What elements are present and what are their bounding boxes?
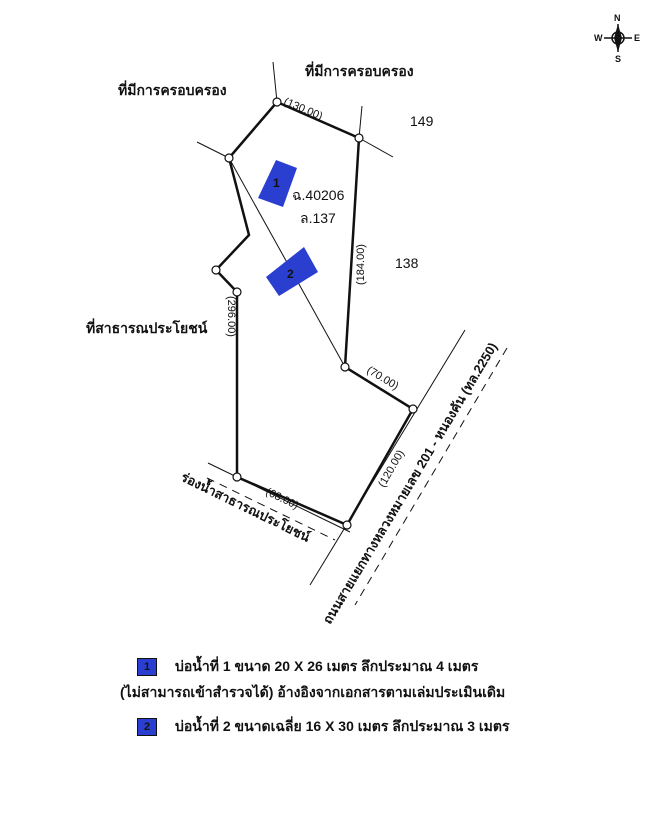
compass-icon: N E S W <box>594 13 640 64</box>
dim-130: (130.00) <box>282 96 324 123</box>
legend-2-text: บ่อน้ำที่ 2 ขนาดเฉลี่ย 16 X 30 เมตร ลึกป… <box>175 718 510 734</box>
legend-1-text: บ่อน้ำที่ 1 ขนาด 20 X 26 เมตร ลึกประมาณ … <box>175 658 479 674</box>
label-public-land: ที่สาธารณประโยชน์ <box>86 318 208 336</box>
pond-2: 2 <box>266 247 318 296</box>
pond-1: 1 <box>258 160 297 207</box>
compass-e: E <box>634 33 640 43</box>
legend-item-1: 1 บ่อน้ำที่ 1 ขนาด 20 X 26 เมตร ลึกประมา… <box>137 656 478 678</box>
label-deed: ฉ.40206 <box>292 187 345 203</box>
dim-68: (68.00) <box>264 486 301 512</box>
canal-line <box>206 477 336 541</box>
pond-2-swatch: 2 <box>137 718 157 736</box>
pond-1-swatch: 1 <box>137 658 157 676</box>
compass-s: S <box>615 54 621 64</box>
svg-text:2: 2 <box>287 267 294 281</box>
legend-item-1-note: (ไม่สามารถเข้าสำรวจได้) อ้างอิงจากเอกสาร… <box>120 682 505 704</box>
adjoining-lines <box>196 61 508 606</box>
label-parcel-138: 138 <box>395 255 419 271</box>
parcel-boundary <box>214 100 415 527</box>
road-edge <box>309 329 466 586</box>
label-occupied-top: ที่มีการครอบครอง <box>305 61 414 79</box>
label-lot: ล.137 <box>300 210 336 226</box>
legend-item-2: 2 บ่อน้ำที่ 2 ขนาดเฉลี่ย 16 X 30 เมตร ลึ… <box>137 716 510 738</box>
label-occupied-left: ที่มีการครอบครอง <box>118 80 227 98</box>
dim-70: (70.00) <box>364 364 400 392</box>
dim-184: (184.00) <box>355 244 367 285</box>
boundary-markers <box>211 97 418 530</box>
legend-1-note: (ไม่สามารถเข้าสำรวจได้) อ้างอิงจากเอกสาร… <box>120 684 506 700</box>
dim-296: (296.00) <box>225 296 237 337</box>
road-centerline <box>354 347 508 606</box>
label-parcel-149: 149 <box>410 113 434 129</box>
compass-n: N <box>614 13 621 23</box>
svg-text:1: 1 <box>273 176 280 190</box>
label-road: ถนนสายแยกทางหลวงหมายเลข 201 - หนองคัน (ท… <box>320 340 501 627</box>
compass-w: W <box>594 33 603 43</box>
